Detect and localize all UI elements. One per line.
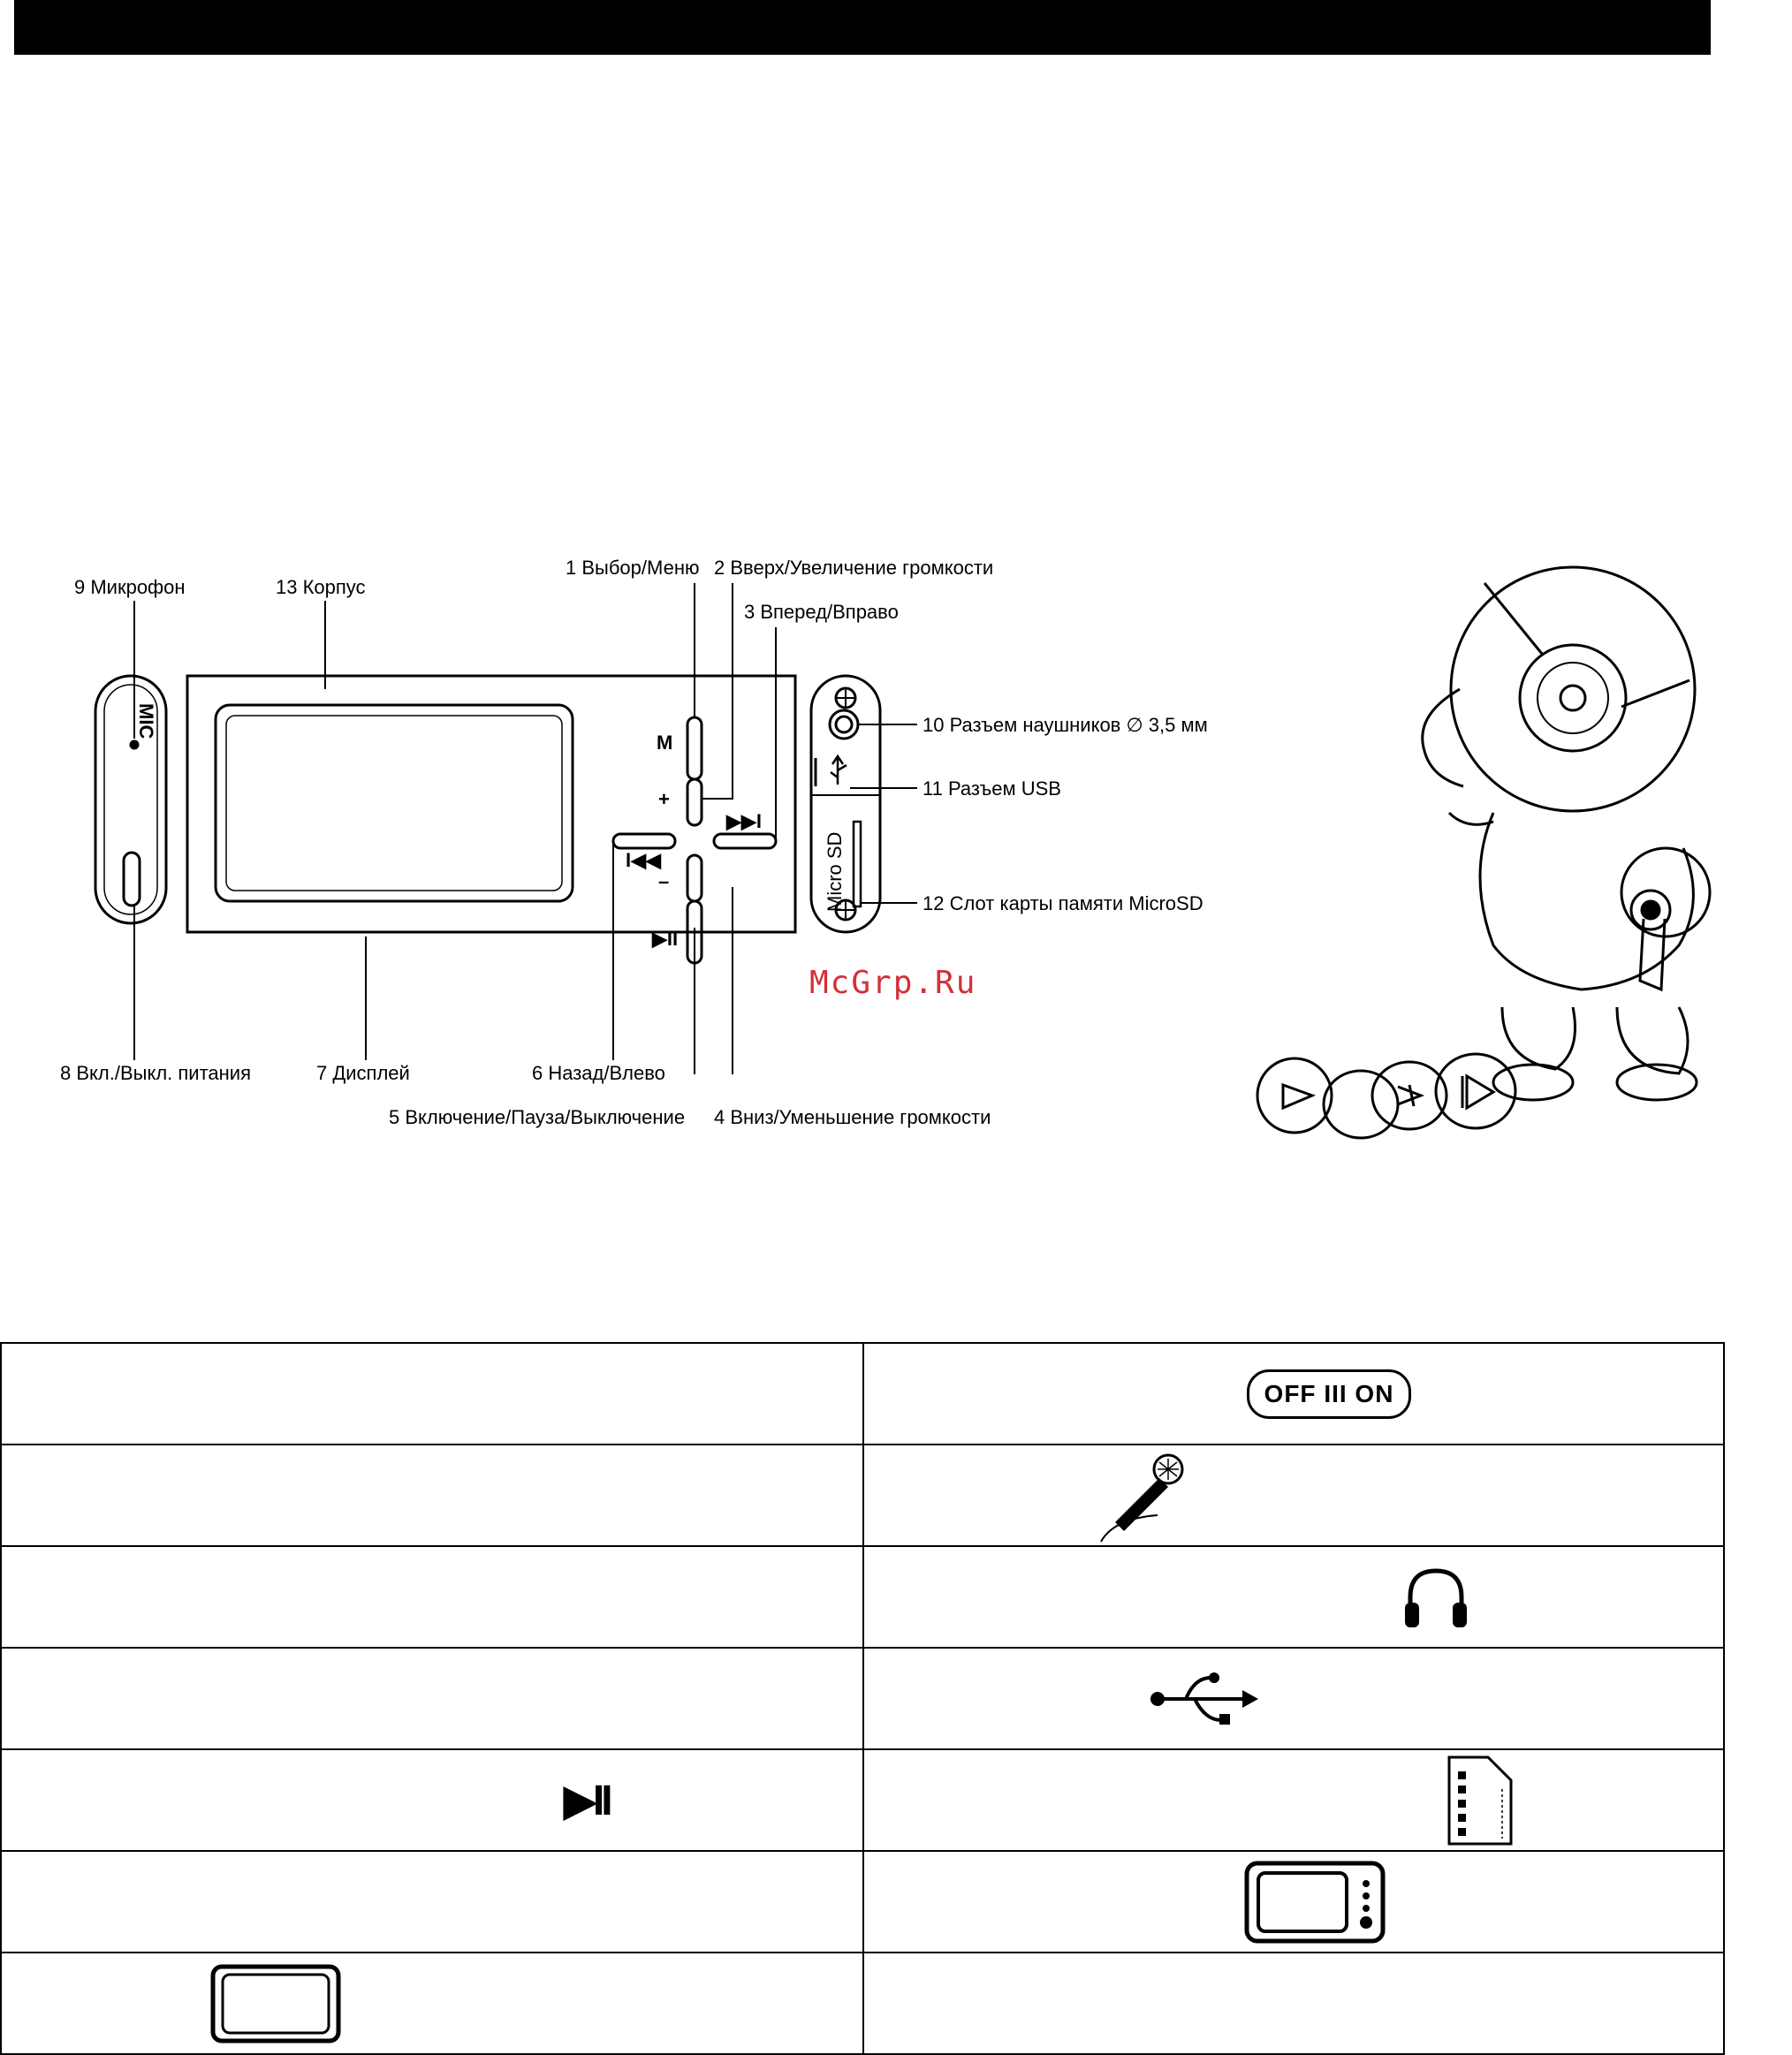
label-microphone: 9 Микрофон <box>74 576 186 598</box>
header-bar <box>14 0 1711 55</box>
label-forward: 3 Вперед/Вправо <box>744 601 899 623</box>
table-cell <box>862 1444 1725 1547</box>
table-cell <box>862 1748 1725 1852</box>
display-icon <box>1244 1861 1386 1943</box>
table-cell <box>0 1850 864 1953</box>
table-cell <box>862 1850 1725 1953</box>
label-down-volume: 4 Вниз/Уменьшение громкости <box>714 1106 991 1128</box>
mic-marking: MIC <box>135 703 157 739</box>
table-cell <box>0 1444 864 1547</box>
power-switch-icon: OFF III ON <box>1247 1369 1411 1419</box>
front-view <box>186 674 797 965</box>
headphone-jack <box>828 709 860 740</box>
label-up-volume: 2 Вверх/Увеличение громкости <box>714 557 993 579</box>
table-cell <box>862 1952 1725 2055</box>
table-row: OFF III ON <box>0 1342 1725 1445</box>
label-select-menu: 1 Выбор/Меню <box>566 557 699 579</box>
play-pause-text: ▶II <box>564 1777 613 1824</box>
right-button <box>712 832 778 850</box>
menu-button <box>686 716 703 781</box>
left-button <box>611 832 677 850</box>
table-cell: ▶II <box>0 1748 864 1852</box>
next-marking: ▶▶I <box>725 810 762 832</box>
table-cell <box>862 1545 1725 1649</box>
label-microsd: 12 Слот карты памяти MicroSD <box>923 892 1204 914</box>
table-row <box>0 1952 1725 2055</box>
play-marking: ▶II <box>651 928 678 950</box>
table-row <box>0 1545 1725 1649</box>
robot-mascot-illustration <box>1256 565 1712 1140</box>
usb-symbol <box>830 754 847 785</box>
player-diagram: MIC M + – ▶II ▶▶I I◀◀ Micro SD <box>60 557 1712 1140</box>
table-cell <box>0 1342 864 1445</box>
label-back-left: 6 Назад/Влево <box>532 1062 665 1084</box>
up-button <box>686 777 703 827</box>
label-housing: 13 Корпус <box>276 576 366 598</box>
usb-icon <box>1150 1672 1258 1725</box>
table-cell <box>0 1647 864 1750</box>
leader-lines <box>133 583 917 1074</box>
table-cell: OFF III ON <box>862 1342 1725 1445</box>
minus-marking: – <box>658 870 669 892</box>
right-side-view <box>809 674 882 934</box>
watermark: McGrp.Ru <box>809 965 977 1001</box>
table-row <box>0 1850 1725 1953</box>
table-cell <box>0 1952 864 2055</box>
label-usb: 11 Разъем USB <box>923 777 1061 800</box>
microphone-icon <box>1100 1453 1184 1542</box>
display-frame <box>214 703 574 903</box>
label-play-pause: 5 Включение/Пауза/Выключение <box>389 1106 685 1128</box>
power-switch-text: OFF III ON <box>1264 1379 1394 1407</box>
label-power: 8 Вкл./Выкл. питания <box>60 1062 251 1084</box>
label-headphone-jack: 10 Разъем наушников ∅ 3,5 мм <box>923 714 1208 736</box>
plus-marking: + <box>658 788 670 810</box>
microsd-marking: Micro SD <box>824 832 846 912</box>
table-cell <box>0 1545 864 1649</box>
table-row <box>0 1647 1725 1750</box>
play-pause-icon: ▶II <box>564 1776 613 1825</box>
table-row: ▶II <box>0 1748 1725 1852</box>
body-housing <box>186 674 797 934</box>
menu-button-icon <box>210 1964 341 2043</box>
table-cell <box>862 1647 1725 1750</box>
headphones-icon <box>1405 1567 1467 1627</box>
microsd-card-icon <box>1447 1755 1513 1845</box>
label-display: 7 Дисплей <box>316 1062 410 1084</box>
legend-table: OFF III ON <box>0 1342 1725 2055</box>
prev-marking: I◀◀ <box>626 849 662 871</box>
left-side-view <box>94 674 168 925</box>
down-button <box>686 853 703 903</box>
table-row <box>0 1444 1725 1547</box>
microsd-slot <box>852 820 862 908</box>
menu-marking: M <box>657 732 672 754</box>
